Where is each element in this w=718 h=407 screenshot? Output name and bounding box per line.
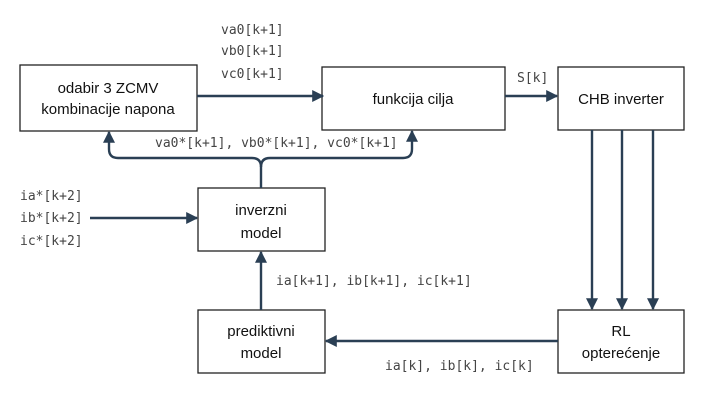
block-inverse-model-line2: model [241,225,282,242]
block-rl-load: RL opterećenje [557,309,685,374]
block-inverse-model: inverzni model [197,187,326,252]
signal-vc0-next: vc0[k+1] [221,67,284,82]
signal-switch-state: S[k] [517,71,548,86]
block-zcmv-selection: odabir 3 ZCMV kombinacije napona [19,64,198,132]
block-cost-function-label: funkcija cilja [373,91,455,108]
block-zcmv-label-line2: kombinacije napona [41,101,175,118]
signal-measured-currents: ia[k], ib[k], ic[k] [385,359,534,374]
block-inverse-model-line1: inverzni [235,202,287,219]
block-chb-inverter: CHB inverter [557,66,685,131]
signal-va0-next: va0[k+1] [221,23,284,38]
block-predictive-model-line1: prediktivni [227,323,295,340]
signal-ib-ref: ib*[k+2] [20,211,83,226]
signal-ia-ref: ia*[k+2] [20,189,83,204]
block-chb-inverter-label: CHB inverter [578,91,664,108]
signal-voltage-candidates: va0[k+1] vb0[k+1] vc0[k+1] [221,23,284,82]
signal-current-references: ia*[k+2] ib*[k+2] ic*[k+2] [20,189,83,249]
block-cost-function: funkcija cilja [321,66,506,131]
block-rl-load-line2: opterećenje [582,345,660,362]
block-predictive-model: prediktivni model [197,309,326,374]
arrow-inverse-to-cost [259,129,418,168]
block-zcmv-label-line1: odabir 3 ZCMV [58,80,159,97]
block-rl-load-line1: RL [611,323,630,340]
signal-voltage-references: va0*[k+1], vb0*[k+1], vc0*[k+1] [155,136,398,151]
block-predictive-model-line2: model [241,345,282,362]
signal-vb0-next: vb0[k+1] [221,44,284,59]
signal-predicted-currents: ia[k+1], ib[k+1], ic[k+1] [276,274,472,289]
signal-ic-ref: ic*[k+2] [20,234,83,249]
